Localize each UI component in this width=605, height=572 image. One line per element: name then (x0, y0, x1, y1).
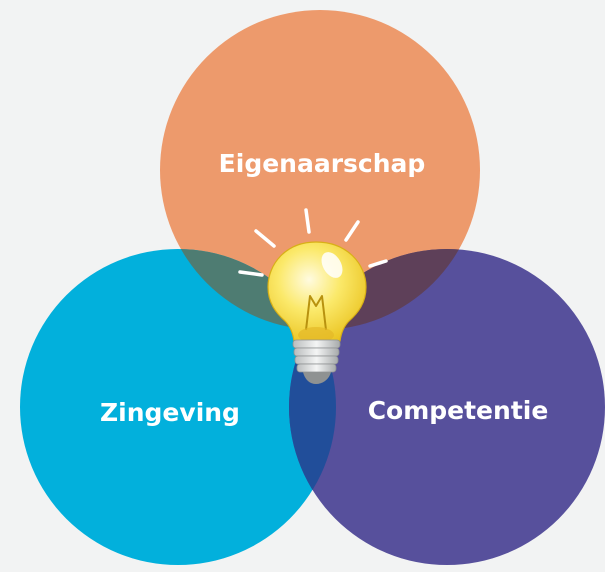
label-eigenaarschap: Eigenaarschap (219, 149, 426, 178)
light-rays (238, 208, 388, 277)
label-competentie: Competentie (368, 396, 549, 425)
circle-competentie (289, 249, 605, 565)
circle-zingeving (20, 249, 336, 565)
lightbulb-icon (238, 208, 388, 384)
circle-eigenaarschap (160, 10, 480, 330)
label-zingeving: Zingeving (100, 398, 240, 427)
